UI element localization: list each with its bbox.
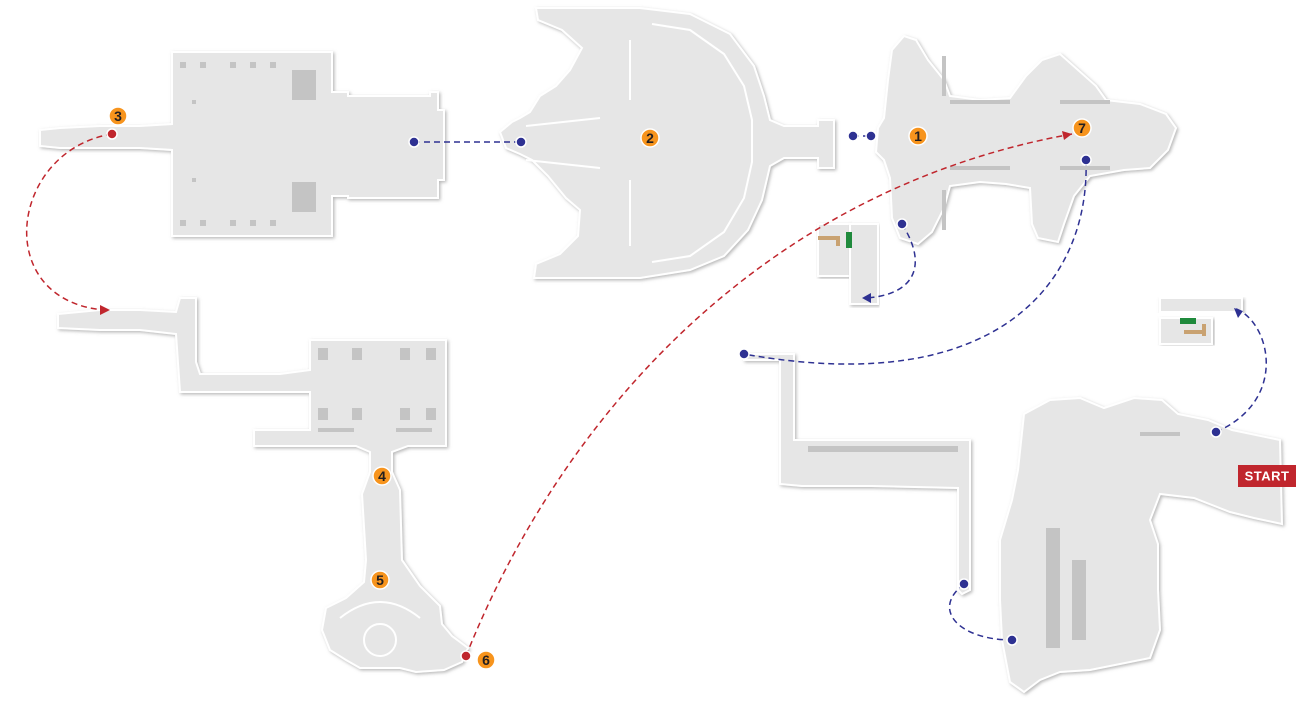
route-blue-east-to-corridor [743, 159, 1087, 365]
waypoint-blue [1210, 426, 1222, 438]
waypoint-blue [847, 130, 859, 142]
arrowhead-blue [862, 293, 871, 303]
marker-2[interactable]: 2 [640, 128, 660, 148]
marker-6[interactable]: 6 [476, 650, 496, 670]
route-blue-east-to-stairs [863, 223, 917, 299]
arrowhead-blue [1234, 308, 1243, 318]
route-blue-corridor-to-cavern [949, 583, 1013, 641]
arrowhead-red [1062, 131, 1072, 140]
marker-3[interactable]: 3 [108, 106, 128, 126]
waypoints [100, 128, 1243, 662]
marker-5[interactable]: 5 [370, 570, 390, 590]
route-blue-start-to-stairs [1215, 307, 1267, 433]
waypoint-blue [1080, 154, 1092, 166]
waypoint-blue [865, 130, 877, 142]
room-west-hall [39, 51, 445, 237]
room-crescent-deck [498, 7, 835, 279]
room-southeast-corridor [743, 353, 971, 596]
room-east-wing [874, 34, 1178, 246]
route-red-3-to-corridor [26, 133, 113, 311]
waypoint-red [106, 128, 118, 140]
svg-text:5: 5 [376, 572, 384, 588]
waypoint-blue [1006, 634, 1018, 646]
room-southeast-cavern [999, 396, 1284, 694]
marker-4[interactable]: 4 [372, 466, 392, 486]
room-stair-east [817, 223, 879, 305]
waypoint-blue [738, 348, 750, 360]
start-badge[interactable]: START [1238, 465, 1296, 487]
svg-text:6: 6 [482, 652, 490, 668]
svg-text:7: 7 [1078, 120, 1086, 136]
svg-text:2: 2 [646, 130, 654, 146]
waypoint-blue [958, 578, 970, 590]
waypoint-blue [896, 218, 908, 230]
route-red-6-to-7 [465, 133, 1073, 657]
waypoint-red [460, 650, 472, 662]
marker-7[interactable]: 7 [1072, 118, 1092, 138]
waypoint-blue [515, 136, 527, 148]
start-label: START [1245, 469, 1290, 484]
svg-text:3: 3 [114, 108, 122, 124]
svg-text:1: 1 [914, 128, 922, 144]
svg-text:4: 4 [378, 468, 386, 484]
waypoint-blue [408, 136, 420, 148]
arrowhead-red [100, 305, 110, 315]
room-temple-complex [57, 297, 470, 674]
room-stair-northeast [1159, 297, 1243, 345]
marker-1[interactable]: 1 [908, 126, 928, 146]
